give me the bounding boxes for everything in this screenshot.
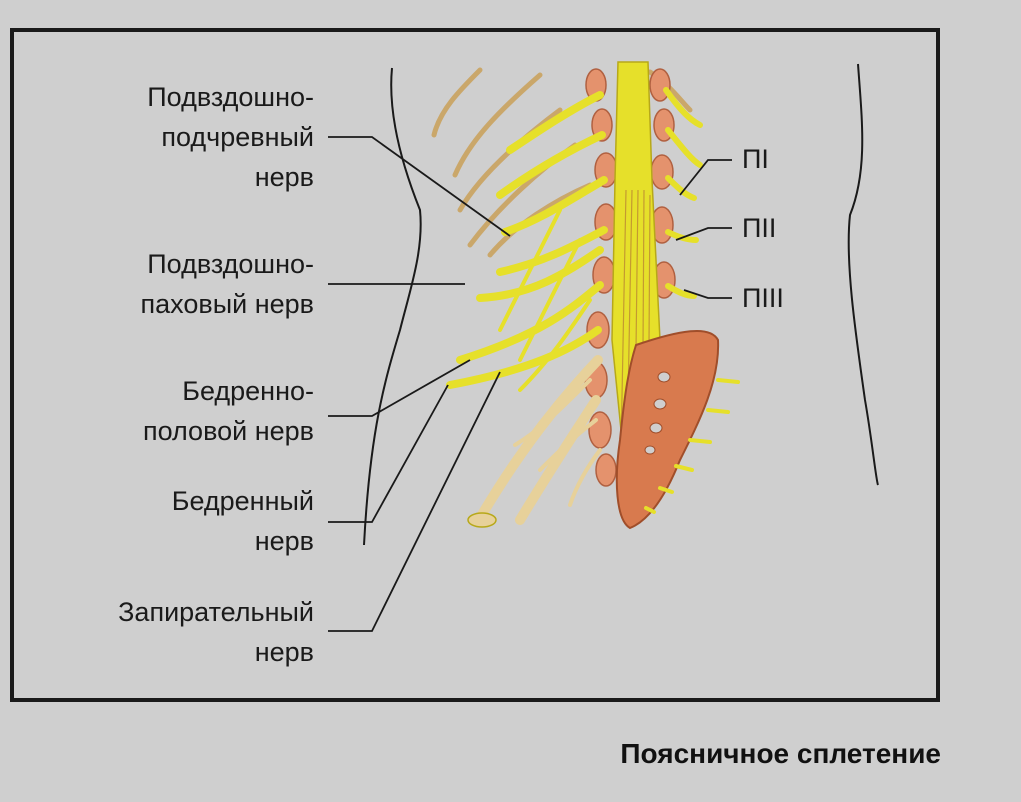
label-line: Запирательный: [14, 592, 314, 632]
label-iliohypogastric-nerve: Подвздошно- подчревный нерв: [14, 77, 314, 197]
leg-nerves: [480, 360, 598, 520]
label-line: Бедренно-: [14, 371, 314, 411]
body-contour-left: [364, 68, 421, 545]
label-line: Бедренный: [14, 481, 314, 521]
label-ilioinguinal-nerve: Подвздошно- паховый нерв: [14, 244, 314, 324]
label-line: нерв: [14, 521, 314, 561]
nerve-cut-end: [468, 513, 496, 527]
label-line: Подвздошно-: [14, 244, 314, 284]
label-line: нерв: [14, 157, 314, 197]
diagram-caption: Поясничное сплетение: [620, 738, 941, 770]
label-line: подчревный: [14, 117, 314, 157]
leader-lines: [328, 137, 510, 631]
label-femoral-nerve: Бедренный нерв: [14, 481, 314, 561]
vertebra-tag-l2: ПII: [742, 212, 776, 244]
label-line: половой нерв: [14, 411, 314, 451]
vertebra-tag-l3: ПIII: [742, 282, 784, 314]
label-line: Подвздошно-: [14, 77, 314, 117]
label-line: паховый нерв: [14, 284, 314, 324]
label-line: нерв: [14, 632, 314, 672]
body-contour-right: [849, 64, 878, 485]
label-obturator-nerve: Запирательный нерв: [14, 592, 314, 672]
vertebra-tag-l1: ПI: [742, 143, 769, 175]
sacrum: [617, 331, 718, 528]
label-genitofemoral-nerve: Бедренно- половой нерв: [14, 371, 314, 451]
tag-leader-lines: [676, 160, 732, 298]
